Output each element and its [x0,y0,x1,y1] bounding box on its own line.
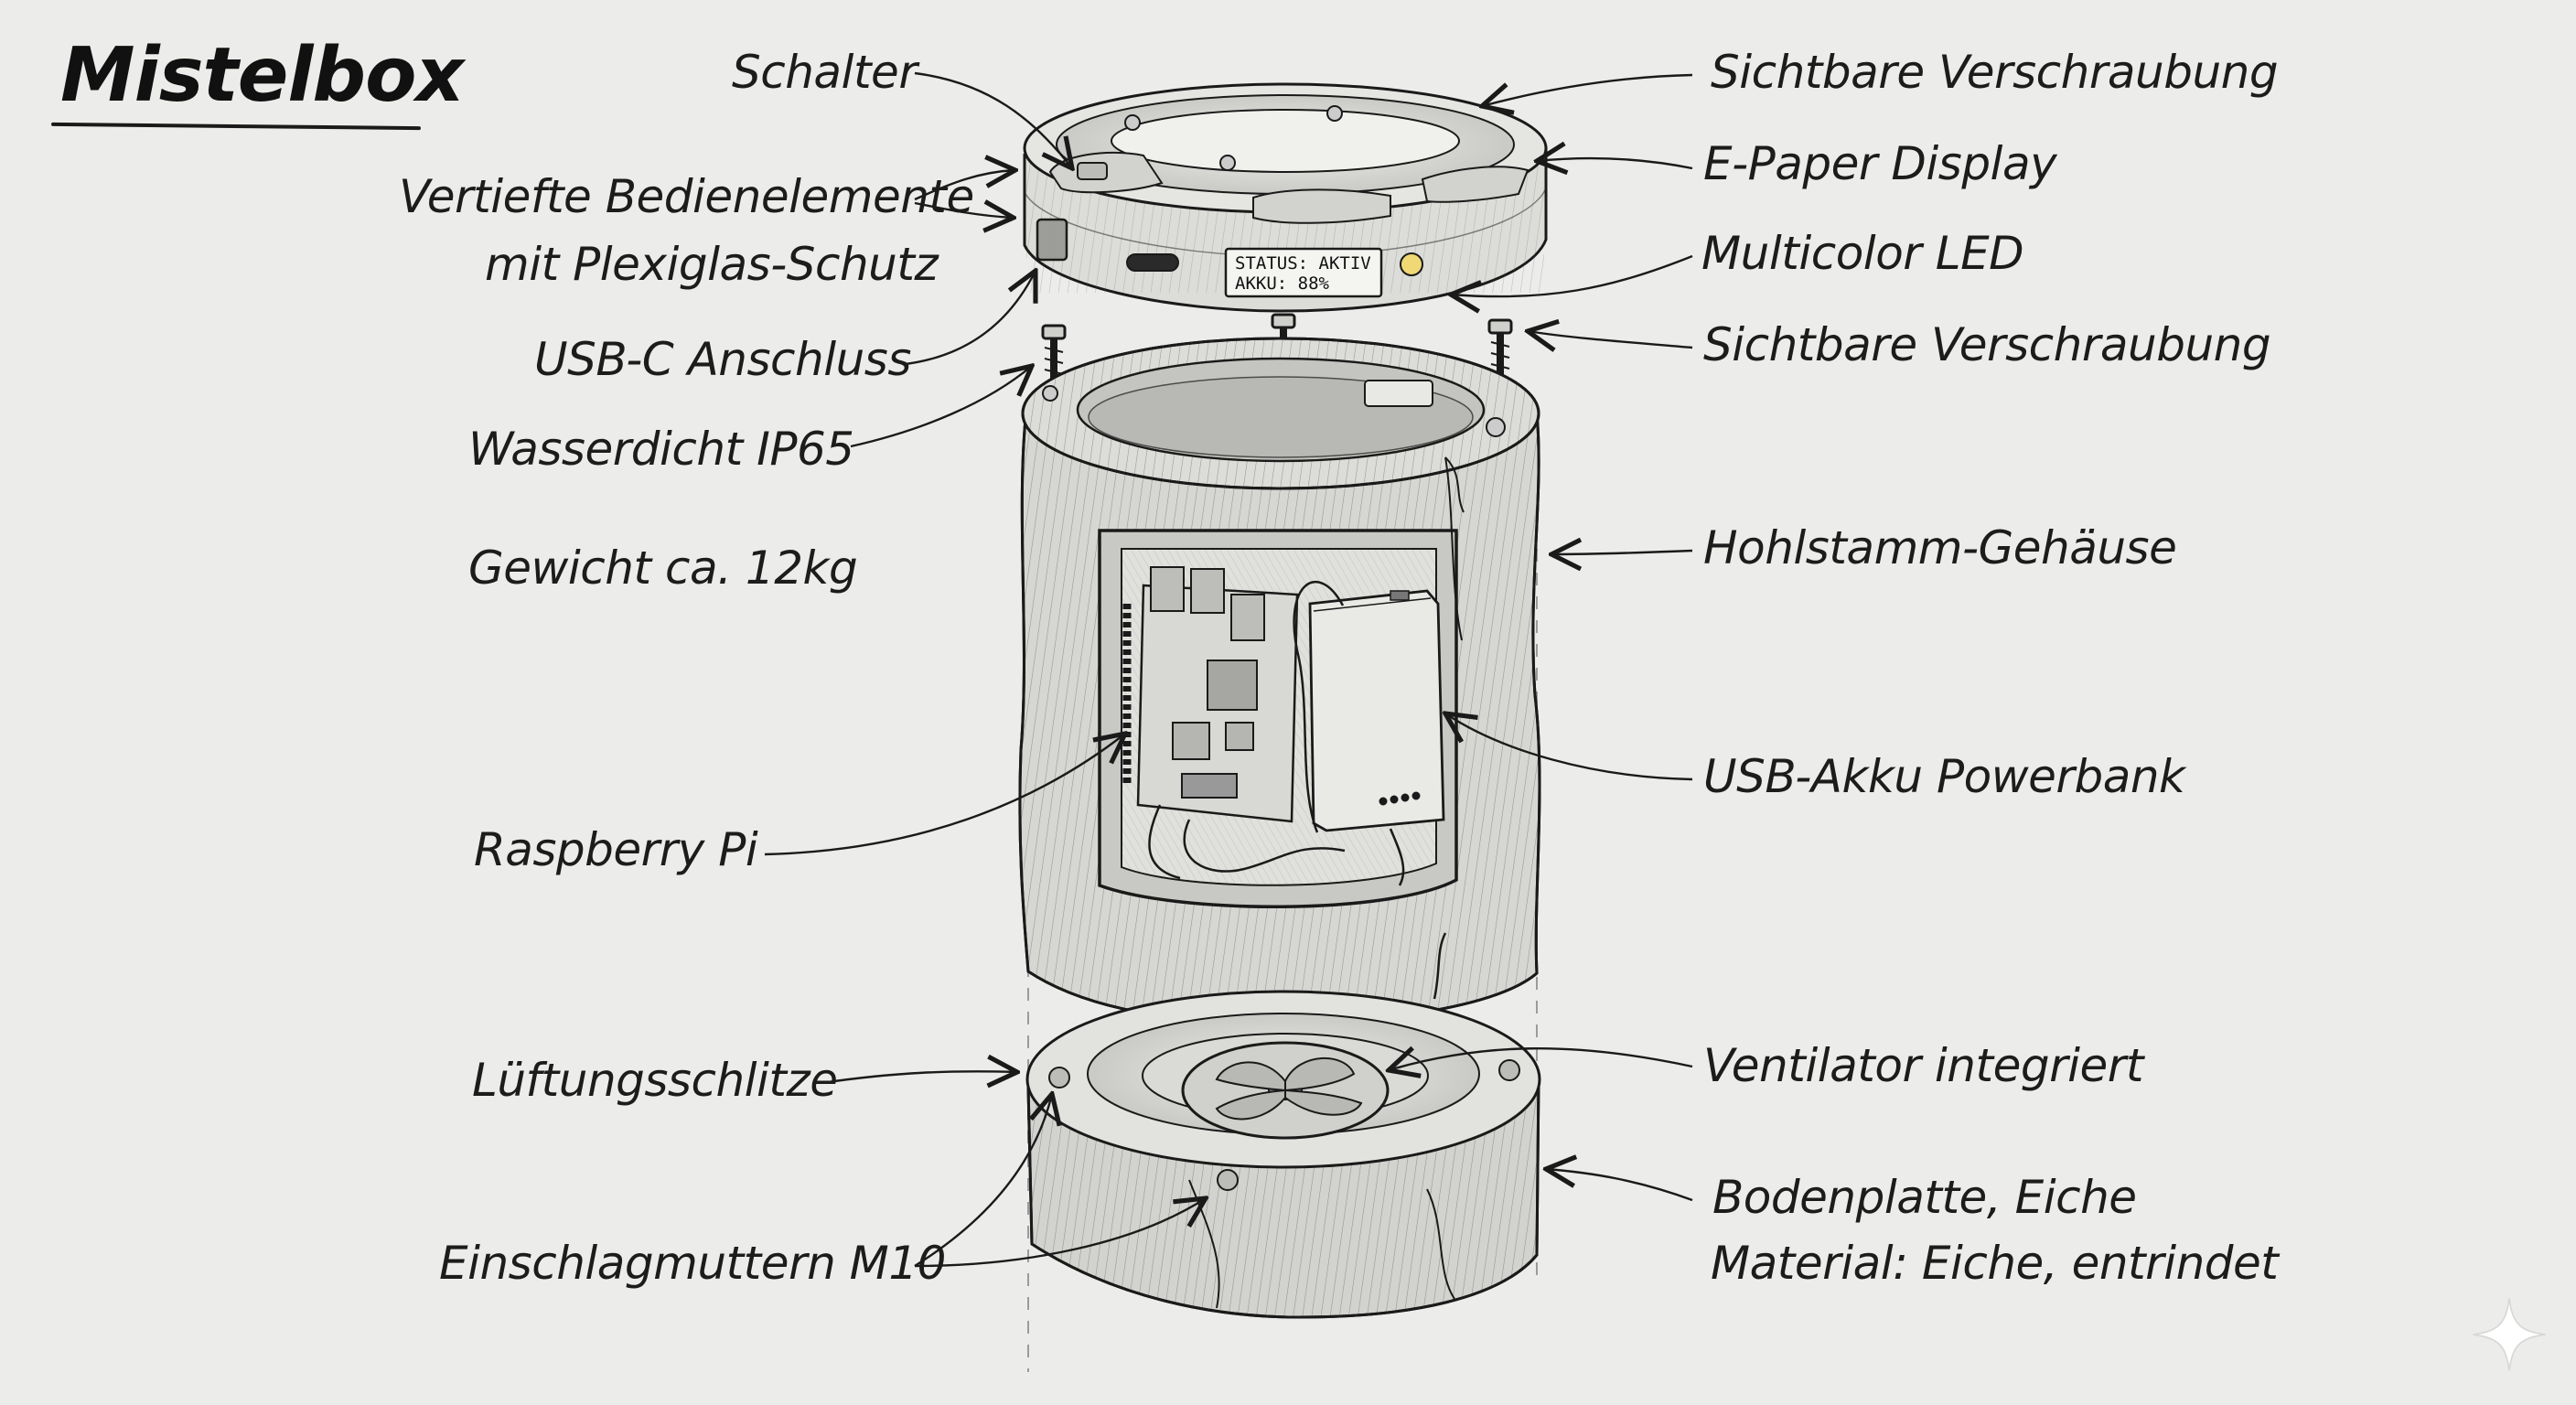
screen-line1: STATUS: AKTIV [1235,253,1371,273]
leader-arrows [764,71,1693,1268]
base-plate [1025,990,1541,1319]
label-material: Material: Eiche, entrindet [1711,1237,2279,1290]
raspberry-pi-board [1122,566,1299,823]
label-ventilator: Ventilator integriert [1703,1039,2143,1092]
label-led: Multicolor LED [1701,227,2024,280]
label-raspberry: Raspberry Pi [474,823,758,876]
sparkle-icon [2473,1298,2546,1371]
label-powerbank: USB-Akku Powerbank [1703,750,2185,803]
label-wasserdicht: Wasserdicht IP65 [468,423,854,476]
powerbank [1308,589,1445,832]
label-schalter: Schalter [732,46,918,99]
screw-right [1487,318,1513,377]
screen-line2: AKKU: 88% [1235,273,1330,294]
label-bodenplatte: Bodenplatte, Eiche [1712,1171,2137,1224]
lid: STATUS: AKTIV AKKU: 88% [1023,82,1548,313]
label-hohlstamm: Hohlstamm-Gehäuse [1703,521,2177,574]
diagram-title: Mistelbox [60,32,464,119]
label-einschlag: Einschlagmuttern M10 [439,1237,946,1290]
label-bedienelemente-1: Vertiefte Bedienelemente [399,170,974,223]
label-bedienelemente-2: mit Plexiglas-Schutz [485,238,939,291]
label-lueftung: Lüftungsschlitze [472,1054,838,1107]
label-usb-c: USB-C Anschluss [534,333,911,386]
label-verschraubung-mid: Sichtbare Verschraubung [1703,318,2271,371]
fan-icon [1181,1041,1390,1140]
label-epaper: E-Paper Display [1703,137,2057,190]
hollow-trunk [1018,337,1541,1024]
label-verschraubung-top: Sichtbare Verschraubung [1711,46,2279,99]
label-gewicht: Gewicht ca. 12kg [468,542,858,595]
